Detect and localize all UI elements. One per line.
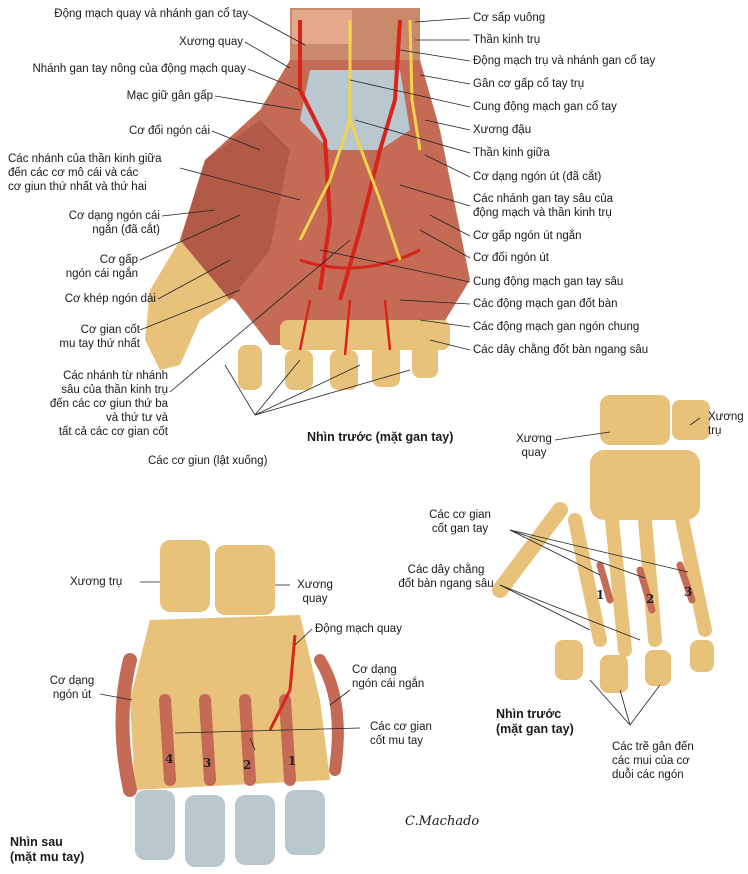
- dorsal-number-2: 2: [243, 758, 252, 772]
- dorsal-number-1: 1: [288, 754, 297, 768]
- label-pronator-quadratus: Cơ sấp vuông: [473, 12, 546, 24]
- label-median-nerve: Thần kinh giữa: [473, 147, 550, 159]
- label-superficial-palmar-branch: Nhánh gan tay nông của động mạch quay: [32, 63, 246, 75]
- label-small-ulna: Xương trụ: [708, 411, 744, 437]
- view-title-dorsal: Nhìn sau (mặt mu tay): [10, 835, 85, 864]
- number-2: 2: [646, 592, 655, 606]
- label-ulnar-artery: Động mạch trụ và nhánh gan cổ tay: [473, 55, 656, 67]
- label-deep-palmar-branches: Các nhánh gan tay sâu của động mạch và t…: [473, 193, 614, 219]
- label-flexor-pollicis-brevis: Cơ gấp ngón cái ngắn: [65, 254, 138, 280]
- label-fcu-tendon: Gân cơ gấp cổ tay trụ: [473, 78, 585, 90]
- label-palmar-carpal-arch: Cung động mạch gan cổ tay: [473, 101, 617, 113]
- label-pisiform: Xương đậu: [473, 124, 532, 136]
- label-palmar-interossei: Các cơ gian cốt gan tay: [429, 509, 491, 535]
- label-dorsal-interossei: Các cơ gian cốt mu tay: [370, 721, 432, 747]
- dorsal-number-3: 3: [203, 756, 212, 770]
- label-deep-palmar-arch: Cung động mạch gan tay sâu: [473, 276, 624, 288]
- dorsal-hand-illustration: [115, 540, 344, 867]
- label-deep-transverse-ligaments: Các dây chằng đốt bàn ngang sâu: [473, 344, 649, 356]
- label-common-palmar-digital: Các động mạch gan ngón chung: [473, 321, 640, 333]
- label-radius: Xương quay: [179, 36, 243, 48]
- label-dorsal-radius: Xương quay: [297, 579, 333, 605]
- label-small-deep-transverse: Các dây chằng đốt bàn ngang sâu: [398, 564, 494, 590]
- leader-lines: [99, 13, 701, 751]
- signature: C.Machado: [405, 814, 480, 829]
- label-radial-artery-branch: Động mạch quay và nhánh gan cổ tay: [54, 8, 248, 20]
- label-dorsal-abductor-pollicis-brevis: Cơ dạng ngón cái ngắn: [352, 664, 425, 690]
- view-title-palmar-small: Nhìn trước (mặt gan tay): [496, 707, 574, 736]
- label-opponens-digiti-minimi: Cơ đối ngón út: [473, 252, 549, 264]
- label-ulnar-nerve: Thần kinh trụ: [473, 34, 541, 46]
- number-3: 3: [684, 585, 693, 599]
- label-median-nerve-branches: Các nhánh của thần kinh giữa đến các cơ …: [8, 153, 162, 193]
- label-small-radius: Xương quay: [516, 433, 552, 459]
- label-extensor-expansions: Các trẽ gân đến các mui của cơ duỗi các …: [612, 741, 694, 781]
- label-dorsal-radial-artery: Động mạch quay: [315, 623, 402, 635]
- view-title-palmar: Nhìn trước (mặt gan tay): [307, 430, 454, 444]
- label-ulnar-deep-branches: Các nhánh từ nhánh sâu của thần kinh trụ…: [49, 370, 168, 438]
- label-abductor-digiti-minimi: Cơ dạng ngón út (đã cắt): [473, 171, 602, 183]
- dorsal-number-4: 4: [165, 752, 174, 766]
- label-dorsal-ulna: Xương trụ: [70, 576, 123, 588]
- label-dorsal-abductor-digiti-minimi: Cơ dạng ngón út: [49, 675, 95, 701]
- label-lumbricals: Các cơ giun (lật xuống): [148, 455, 268, 467]
- label-flexor-retinaculum: Mạc giữ gân gấp: [126, 90, 213, 102]
- palmar-hand-illustration: [145, 8, 470, 390]
- number-1: 1: [596, 588, 605, 602]
- label-adductor-pollicis: Cơ khép ngón dài: [64, 293, 156, 305]
- label-opponens-pollicis: Cơ đối ngón cái: [128, 125, 210, 137]
- palmar-bones-illustration: [492, 395, 714, 693]
- label-flexor-digiti-minimi: Cơ gấp ngón út ngắn: [473, 230, 582, 242]
- label-abductor-pollicis-brevis: Cơ dạng ngón cái ngắn (đã cắt): [68, 210, 160, 236]
- label-palmar-metacarpal-arteries: Các động mạch gan đốt bàn: [473, 298, 618, 310]
- label-first-dorsal-interosseous: Cơ gian cốt mu tay thứ nhất: [59, 324, 140, 350]
